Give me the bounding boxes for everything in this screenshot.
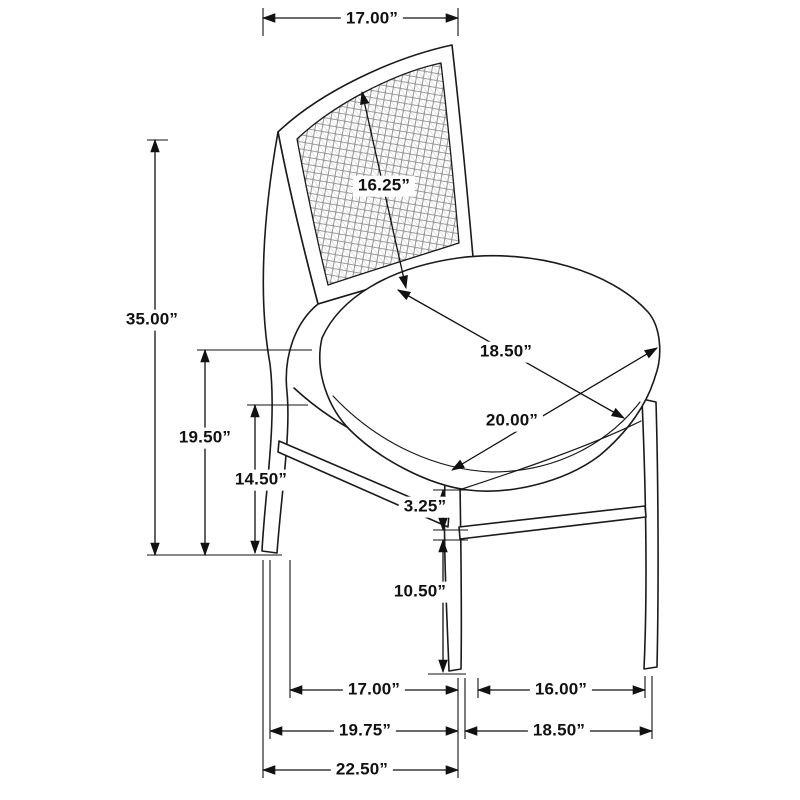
back-left-post-leg (261, 131, 319, 554)
overall-width-dim-label: 22.50” (330, 759, 394, 781)
seat-cushion (319, 254, 661, 492)
overall-height-dim-label: 35.00” (120, 309, 184, 331)
front-stretcher (458, 505, 647, 540)
base-depth-dim-label: 18.50” (527, 720, 591, 742)
seat-height-dim-label: 19.50” (173, 427, 237, 449)
back-diagonal-dim-label: 16.25” (352, 175, 416, 197)
base-width-dim-label: 19.75” (333, 720, 397, 742)
seat-width-dim-label: 20.00” (480, 410, 544, 432)
apron-height-dim-label: 14.50” (229, 469, 293, 491)
back-width-dim-label: 17.00” (340, 8, 404, 30)
leg-height-dim-label: 10.50” (388, 581, 452, 603)
seat-depth-dim-label: 18.50” (474, 341, 538, 363)
side-leg-spacing-dim-label: 16.00” (529, 679, 593, 701)
front-leg-spacing-dim-label: 17.00” (342, 679, 406, 701)
front-right-leg (641, 398, 659, 670)
seat-width-dim-line (451, 347, 658, 471)
stretcher-thickness-dim-label: 3.25” (398, 496, 452, 518)
